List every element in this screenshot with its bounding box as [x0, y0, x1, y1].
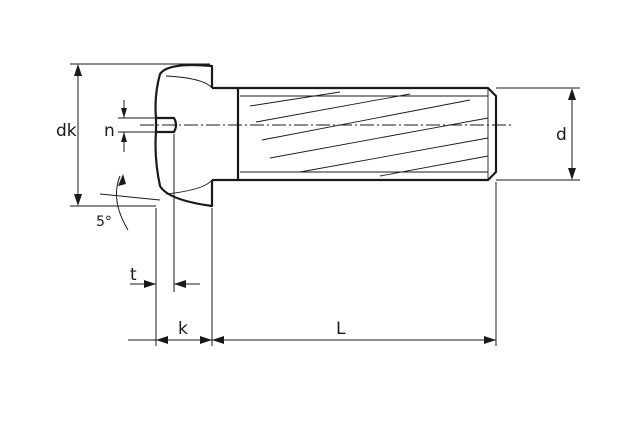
screw-shank [238, 86, 498, 182]
label-n: n [104, 121, 115, 141]
dim-d [496, 87, 580, 181]
dim-L [212, 336, 496, 344]
label-d: d [556, 125, 567, 145]
label-dk: dk [56, 121, 77, 141]
dim-k [128, 336, 212, 344]
label-L: L [336, 319, 346, 339]
dim-dk [70, 63, 210, 207]
label-angle: 5° [96, 214, 112, 230]
screw-head [154, 63, 240, 208]
dim-t [130, 280, 200, 288]
extension-lines [155, 134, 497, 346]
label-t: t [130, 265, 137, 285]
dim-angle [99, 174, 161, 231]
label-k: k [178, 319, 188, 339]
dim-n [118, 100, 156, 152]
